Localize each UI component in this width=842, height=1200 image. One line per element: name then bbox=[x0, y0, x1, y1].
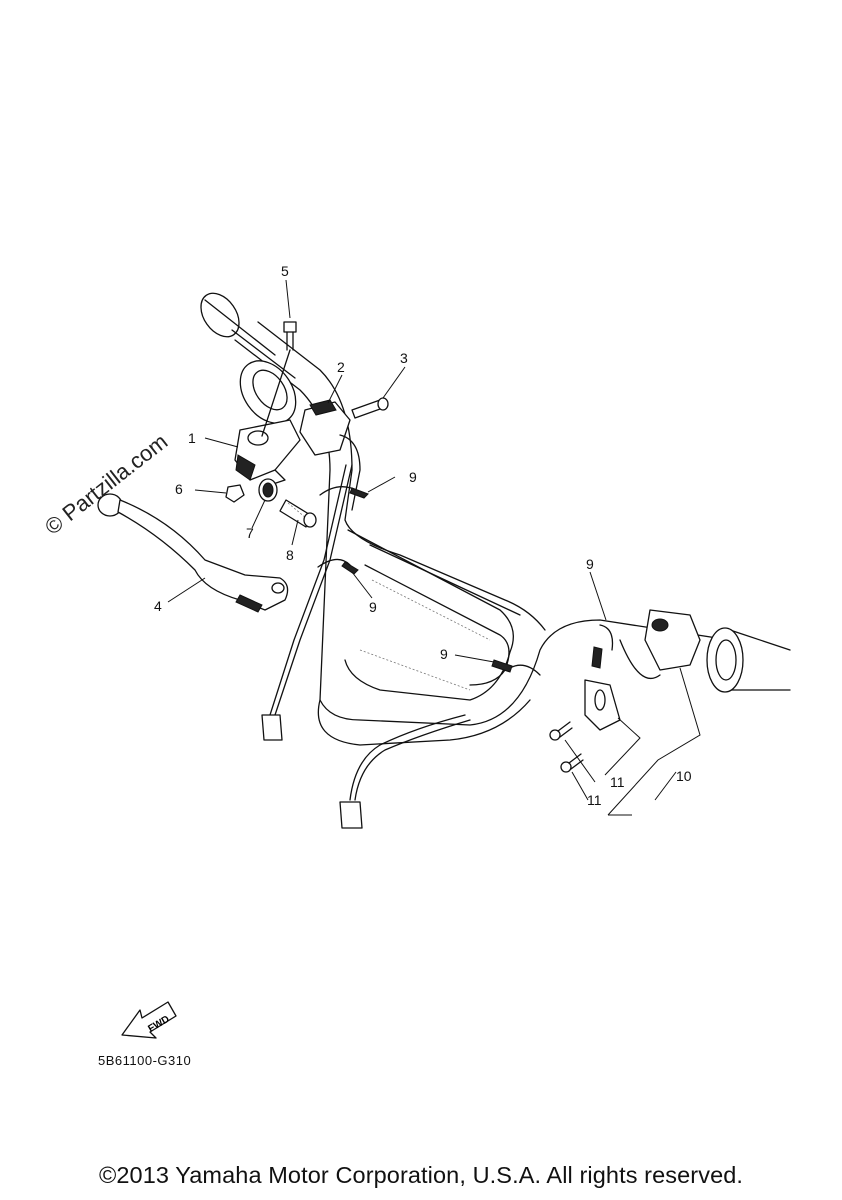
callout-1: 1 bbox=[188, 430, 196, 446]
copyright-notice: ©2013 Yamaha Motor Corporation, U.S.A. A… bbox=[98, 1162, 744, 1188]
callout-9-upper: 9 bbox=[409, 469, 417, 485]
leader-lines bbox=[167, 279, 701, 816]
handlebar bbox=[234, 321, 731, 746]
nut-6 bbox=[225, 484, 245, 503]
clutch-lever bbox=[97, 493, 289, 613]
callout-9-right: 9 bbox=[586, 556, 594, 572]
diagram-code: 5B61100-G310 bbox=[98, 1053, 192, 1068]
right-grip bbox=[706, 627, 791, 693]
callout-6: 6 bbox=[175, 481, 183, 497]
callout-8: 8 bbox=[286, 547, 294, 563]
callout-9-lower: 9 bbox=[369, 599, 377, 615]
cable-bands bbox=[317, 486, 614, 676]
callout-2: 2 bbox=[337, 359, 345, 375]
left-grip bbox=[200, 292, 297, 424]
callout-10: 10 bbox=[676, 768, 692, 784]
fwd-arrow-icon: FWD bbox=[121, 1001, 177, 1039]
callout-9-middle: 9 bbox=[440, 646, 448, 662]
callout-11-lower: 11 bbox=[587, 792, 602, 808]
callout-numbers: 1 2 3 4 5 6 7 8 9 9 9 9 10 11 11 bbox=[154, 263, 692, 808]
callout-7: 7 bbox=[246, 525, 254, 541]
lever-bracket bbox=[234, 419, 301, 486]
wire-harness bbox=[261, 464, 661, 829]
switch-assembly bbox=[299, 399, 361, 511]
callout-3: 3 bbox=[400, 350, 408, 366]
right-switch-housing bbox=[584, 609, 701, 731]
adjuster-8 bbox=[279, 499, 317, 528]
callout-5: 5 bbox=[281, 263, 289, 279]
bolt-5 bbox=[261, 321, 297, 437]
washer-7 bbox=[258, 478, 278, 502]
callout-4: 4 bbox=[154, 598, 162, 614]
screws-11 bbox=[549, 721, 584, 773]
screw-3 bbox=[351, 397, 389, 419]
callout-11-upper: 11 bbox=[610, 774, 625, 790]
